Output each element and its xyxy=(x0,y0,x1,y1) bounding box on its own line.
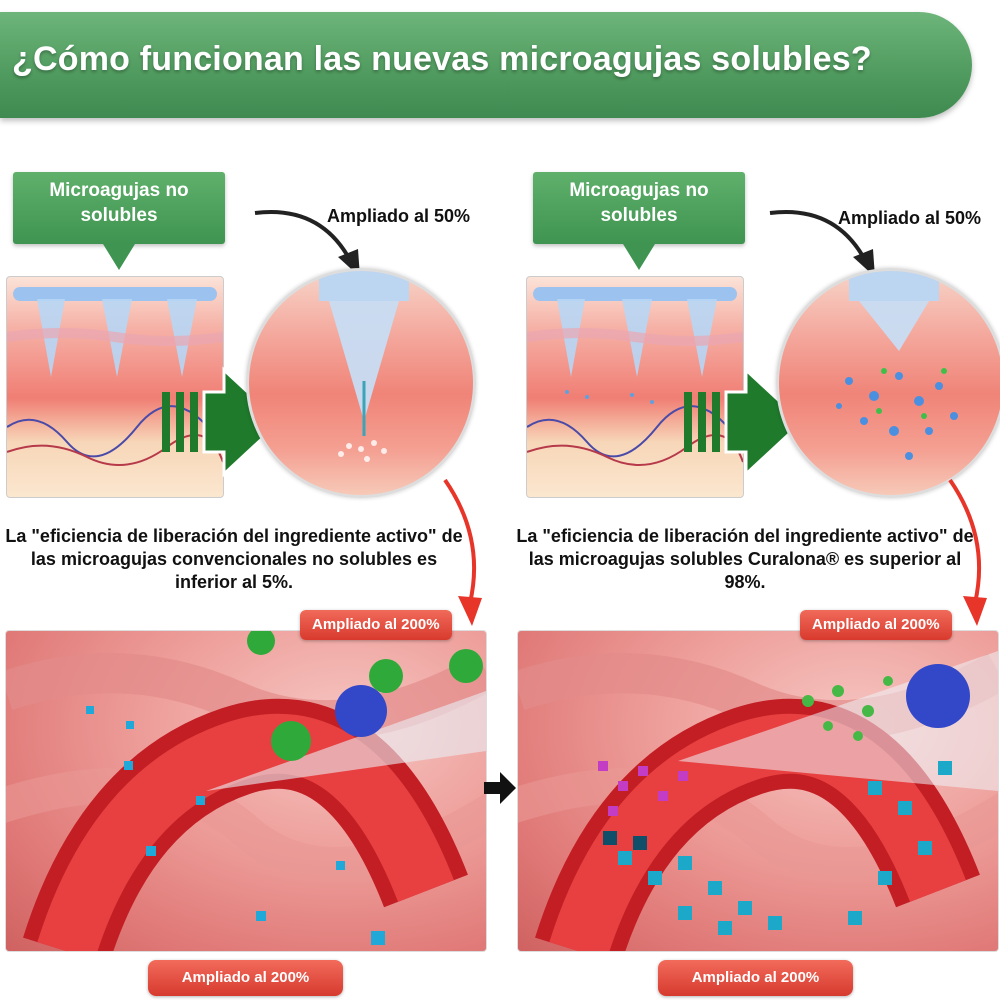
left-skin-diagram xyxy=(6,276,224,498)
left-process-arrow-icon xyxy=(162,366,283,478)
right-red-curved-arrow-icon xyxy=(948,478,987,626)
right-magnify-label: Ampliado al 50% xyxy=(838,208,982,228)
right-zoom-illustration xyxy=(517,630,999,952)
left-label-tail xyxy=(103,244,135,270)
header-banner: ¿Cómo funcionan las nuevas microagujas s… xyxy=(0,12,972,118)
left-bottom-badge: Ampliado al 200% xyxy=(148,960,343,996)
right-label-tail xyxy=(623,244,655,270)
left-magnify-label: Ampliado al 50% xyxy=(327,206,471,226)
left-magnified-circle xyxy=(246,268,476,498)
right-skin-diagram xyxy=(526,276,744,498)
left-zoom-badge: Ampliado al 200% xyxy=(300,610,452,640)
right-description: La "eficiencia de liberación del ingredi… xyxy=(516,526,974,592)
left-red-curved-arrow-icon xyxy=(443,478,482,626)
page-title: ¿Cómo funcionan las nuevas microagujas s… xyxy=(12,40,872,78)
left-label-box: Microagujas no solubles xyxy=(13,172,225,244)
left-zoom-illustration xyxy=(5,630,487,952)
left-description: La "eficiencia de liberación del ingredi… xyxy=(5,526,463,592)
right-label-box: Microagujas no solubles xyxy=(533,172,745,244)
right-bottom-badge: Ampliado al 200% xyxy=(658,960,853,996)
between-black-arrow-icon xyxy=(484,772,516,804)
right-process-arrow-icon xyxy=(684,366,805,478)
right-zoom-badge: Ampliado al 200% xyxy=(800,610,952,640)
right-magnified-circle xyxy=(776,268,1000,498)
